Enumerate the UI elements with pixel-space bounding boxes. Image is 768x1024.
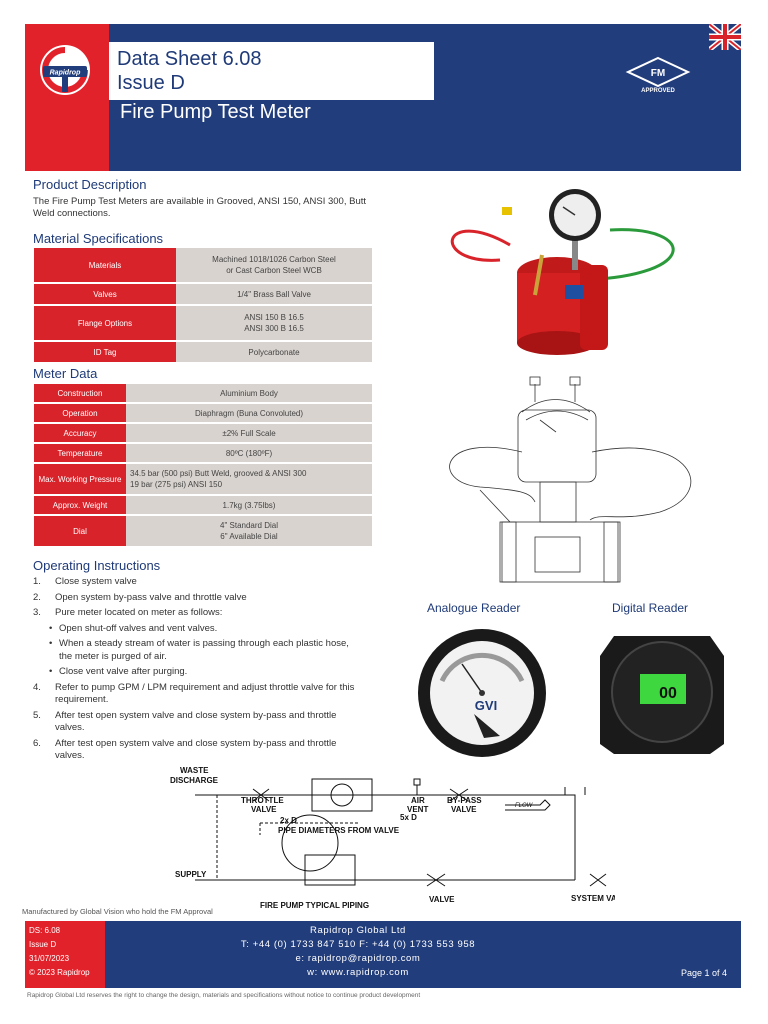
- table-row: Valves 1/4" Brass Ball Valve: [34, 284, 372, 304]
- spec-key: Valves: [34, 284, 176, 304]
- list-item: 5.After test open system valve and close…: [33, 709, 337, 734]
- footer-red-panel: [25, 921, 105, 988]
- issue-label: Issue D: [117, 72, 185, 94]
- manufacturer-note: Manufactured by Global Vision who hold t…: [22, 907, 213, 916]
- diagram-discharge-label: DISCHARGE: [170, 776, 219, 785]
- product-photo: [450, 189, 675, 355]
- diagram-flow-label: FLOW: [515, 803, 534, 809]
- diagram-throttle-valve-label: VALVE: [251, 805, 277, 814]
- meter-value: 34.5 bar (500 psi) Butt Weld, grooved & …: [126, 464, 372, 494]
- spec-key: Flange Options: [34, 306, 176, 340]
- gauge-brand: GVI: [475, 698, 497, 713]
- list-item: •Close vent valve after purging.: [49, 666, 188, 677]
- footer-disclaimer: Rapidrop Global Ltd reserves the right t…: [27, 992, 421, 999]
- product-description-heading: Product Description: [33, 177, 147, 192]
- logo-wordmark: Rapidrop: [50, 70, 81, 77]
- digital-reading: 00: [659, 685, 677, 702]
- list-item: •Open shut-off valves and vent valves.: [49, 622, 218, 634]
- footer-website[interactable]: w: www.rapidrop.com: [307, 967, 409, 978]
- meter-key: Temperature: [34, 444, 126, 462]
- footer-copyright: © 2023 Rapidrop: [29, 968, 90, 977]
- digital-reader-image: 00: [600, 636, 724, 754]
- analogue-reader-label: Analogue Reader: [427, 601, 521, 615]
- table-row: Accuracy ±2% Full Scale: [34, 424, 372, 442]
- diagram-bypass-valve-label: VALVE: [451, 805, 477, 814]
- spec-value: Polycarbonate: [176, 342, 372, 362]
- spec-key: ID Tag: [34, 342, 176, 362]
- list-item: •When a steady stream of water is passin…: [49, 638, 349, 662]
- fm-approved-icon: FM APPROVED: [625, 56, 691, 94]
- footer-blue-panel: [105, 921, 741, 988]
- list-item: 6.After test open system valve and close…: [33, 737, 337, 762]
- list-item: 2.Open system by-pass valve and throttle…: [33, 591, 247, 603]
- list-item: 1.Close system valve: [33, 576, 137, 587]
- list-item: 4.Refer to pump GPM / LPM requirement an…: [33, 681, 355, 706]
- table-row: Temperature 80ºC (180ºF): [34, 444, 372, 462]
- meter-key: Dial: [34, 516, 126, 546]
- fm-approved-text: APPROVED: [641, 88, 675, 94]
- diagram-pipe-diameters-label: PIPE DIAMETERS FROM VALVE: [278, 826, 400, 835]
- meter-key: Approx. Weight: [34, 496, 126, 514]
- meter-key: Operation: [34, 404, 126, 422]
- meter-data-table: Construction Aluminium Body Operation Di…: [34, 382, 372, 548]
- diagram-valve-label: VALVE: [429, 895, 455, 904]
- material-specifications-heading: Material Specifications: [33, 231, 164, 246]
- fire-pump-piping-diagram: WASTE DISCHARGE THROTTLE VALVE AIR VENT …: [170, 766, 615, 910]
- product-description-text: The Fire Pump Test Meters are available …: [33, 196, 367, 219]
- meter-data-heading: Meter Data: [33, 366, 98, 381]
- analogue-gauge-image: GVI: [418, 629, 546, 757]
- fm-mark: FM: [651, 68, 665, 79]
- datasheet-number: Data Sheet 6.08: [117, 48, 262, 70]
- operating-instructions-heading: Operating Instructions: [33, 558, 161, 573]
- diagram-2xd-label: 2x D: [280, 816, 297, 825]
- rapidrop-logo-icon: Rapidrop: [40, 45, 90, 95]
- meter-key: Max. Working Pressure: [34, 464, 126, 494]
- footer-company: Rapidrop Global Ltd: [310, 925, 406, 936]
- meter-value: Diaphragm (Buna Convoluted): [126, 404, 372, 422]
- footer-email[interactable]: e: rapidrop@rapidrop.com: [295, 953, 421, 964]
- operating-instructions-list: 1.Close system valve 2.Open system by-pa…: [33, 576, 363, 766]
- spec-value: 1/4" Brass Ball Valve: [176, 284, 372, 304]
- diagram-air-label: AIR: [411, 796, 425, 805]
- meter-line-drawing: [449, 376, 692, 583]
- table-row: Construction Aluminium Body: [34, 384, 372, 402]
- diagram-bypass-label: BY-PASS: [447, 796, 482, 805]
- diagram-supply-label: SUPPLY: [175, 870, 207, 879]
- table-row: Approx. Weight 1.7kg (3.75lbs): [34, 496, 372, 514]
- table-row: Operation Diaphragm (Buna Convoluted): [34, 404, 372, 422]
- diagram-system-valve-label: SYSTEM VALVE: [571, 894, 615, 903]
- diagram-5xd-label: 5x D: [400, 813, 417, 822]
- table-row: Materials Machined 1018/1026 Carbon Stee…: [34, 248, 372, 282]
- digital-reader-label: Digital Reader: [612, 601, 689, 615]
- footer-ds-number: DS: 6.08: [29, 926, 61, 935]
- meter-key: Accuracy: [34, 424, 126, 442]
- meter-key: Construction: [34, 384, 126, 402]
- product-title: Fire Pump Test Meter: [120, 101, 311, 123]
- spec-key: Materials: [34, 248, 176, 282]
- diagram-waste-label: WASTE: [180, 766, 209, 775]
- uk-flag-icon: [709, 24, 741, 50]
- meter-value: Aluminium Body: [126, 384, 372, 402]
- meter-value: 1.7kg (3.75lbs): [126, 496, 372, 514]
- meter-value: 80ºC (180ºF): [126, 444, 372, 462]
- diagram-throttle-label: THROTTLE: [241, 796, 284, 805]
- page-number: Page 1 of 4: [681, 968, 728, 978]
- diagram-vent-label: VENT: [407, 805, 428, 814]
- footer-date: 31/07/2023: [29, 954, 70, 963]
- footer-issue: Issue D: [29, 940, 57, 949]
- meter-value: ±2% Full Scale: [126, 424, 372, 442]
- footer-phone: T: +44 (0) 1733 847 510 F: +44 (0) 1733 …: [240, 939, 476, 950]
- table-row: ID Tag Polycarbonate: [34, 342, 372, 362]
- diagram-typical-piping-label: FIRE PUMP TYPICAL PIPING: [260, 901, 369, 910]
- material-specifications-table: Materials Machined 1018/1026 Carbon Stee…: [34, 246, 372, 364]
- datasheet-title-box: Data Sheet 6.08 Issue D: [109, 42, 434, 100]
- list-item: 3.Pure meter located on meter as follows…: [33, 607, 223, 618]
- table-row: Max. Working Pressure 34.5 bar (500 psi)…: [34, 464, 372, 494]
